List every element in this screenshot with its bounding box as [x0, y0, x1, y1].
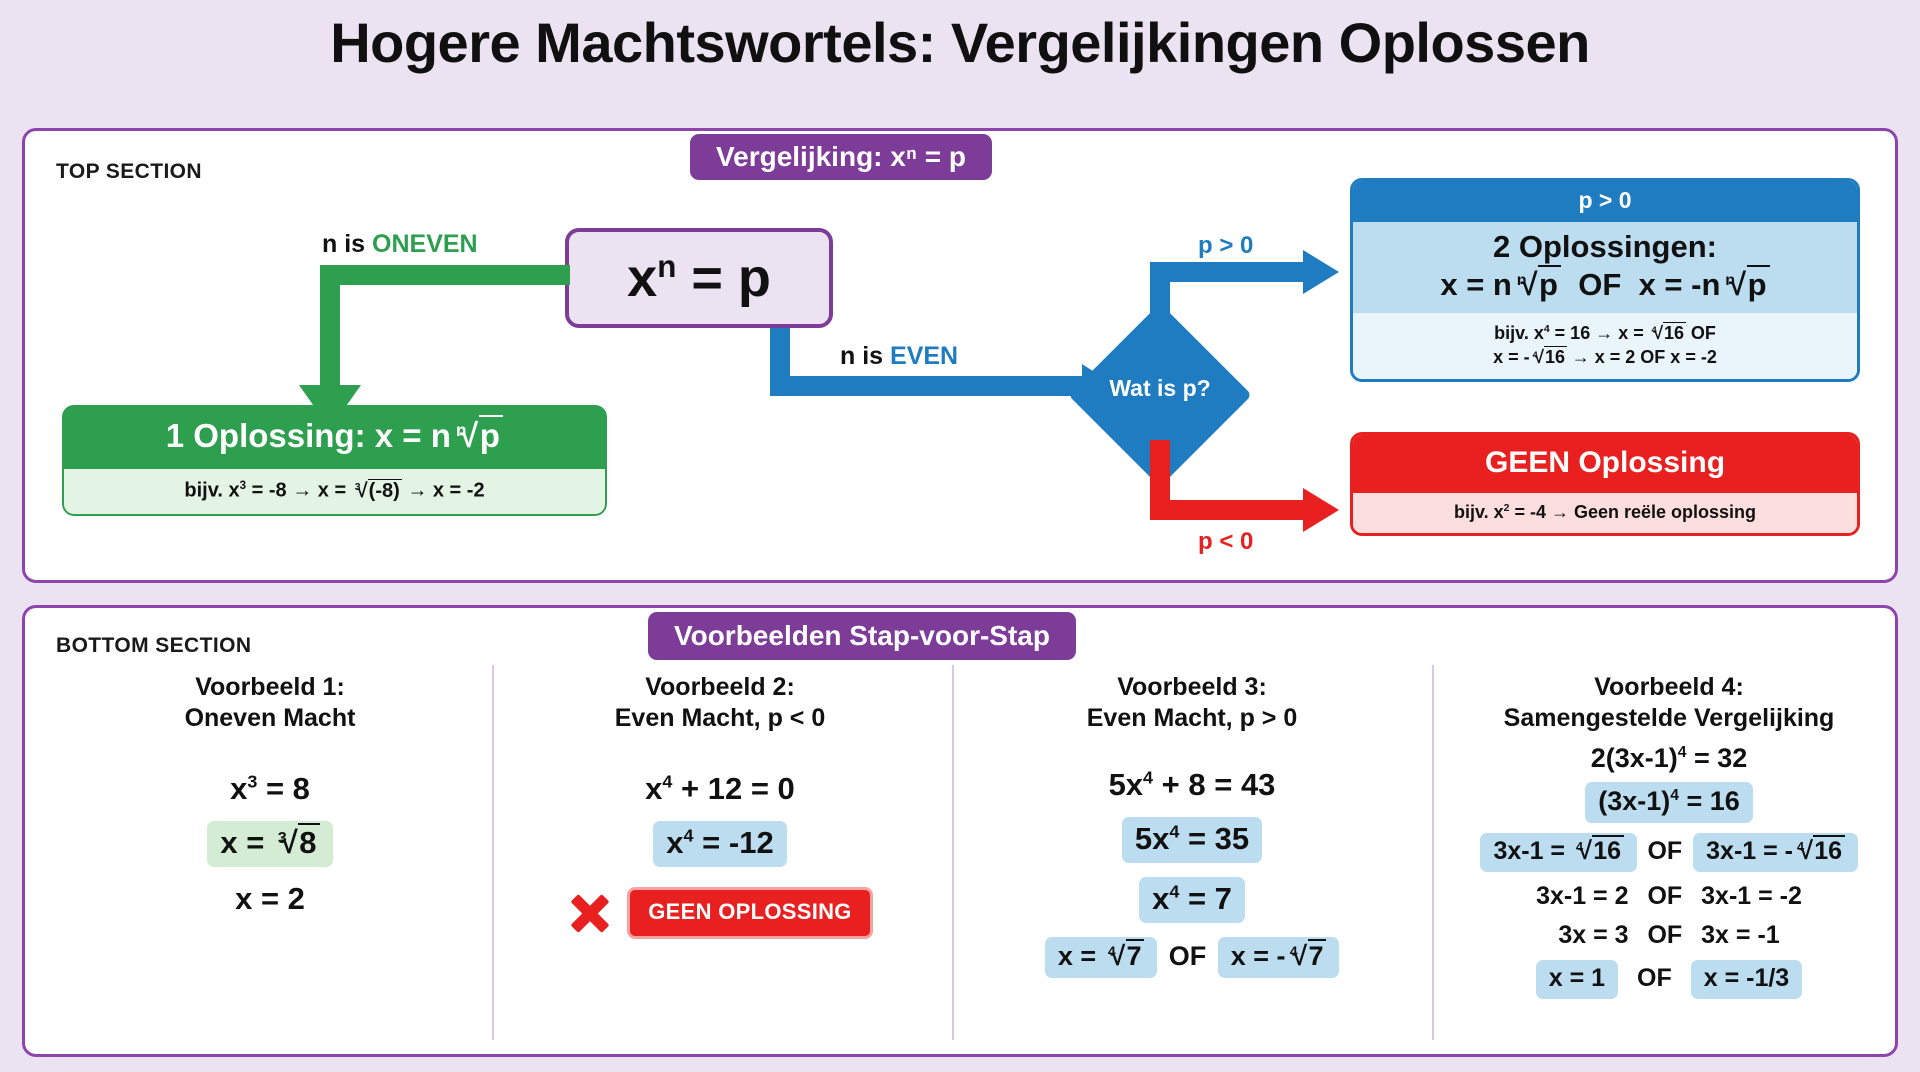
green-arrow-vertical: [320, 265, 340, 387]
example-4-step-6-right: x = -1/3: [1690, 960, 1803, 999]
example-4-step-1: 2(3x-1)4 = 32: [1590, 743, 1748, 773]
example-3: Voorbeeld 3: Even Macht, p > 0 5x4 + 8 =…: [962, 672, 1422, 978]
column-divider: [952, 665, 954, 1040]
example-2: Voorbeeld 2: Even Macht, p < 0 x4 + 12 =…: [500, 672, 940, 939]
p-negative-label: p < 0: [1198, 528, 1254, 555]
example-4-step-6-left: x = 1: [1535, 960, 1619, 999]
green-arrow-horizontal: [320, 265, 570, 285]
example-3-step-4-right: x = -4√7: [1217, 937, 1340, 978]
p-negative-arrow-horizontal: [1150, 500, 1310, 520]
example-4-step-4: 3x-1 = 2 OF 3x-1 = -2: [1440, 882, 1898, 911]
example-1-step-3: x = 2: [235, 881, 305, 916]
two-solutions-example-line2: x = -4√16 → x = 2 OF x = -2: [1493, 346, 1717, 368]
example-4-step-3-right: 3x-1 = -4√16: [1693, 833, 1858, 872]
example-4-step-5: 3x = 3 OF 3x = -1: [1440, 921, 1898, 950]
two-solutions-example-line1: bijv. x4 = 16 → x = 4√16 OF: [1494, 322, 1716, 343]
p-positive-arrow-horizontal: [1150, 262, 1310, 282]
two-solutions-line1: 2 Oplossingen:: [1493, 229, 1717, 264]
example-1-title: Voorbeeld 1: Oneven Macht: [184, 673, 356, 732]
decision-label: Wat is p?: [1109, 375, 1211, 401]
column-divider: [492, 665, 494, 1040]
example-2-step-1: x4 + 12 = 0: [645, 771, 795, 806]
odd-branch-value: ONEVEN: [372, 230, 478, 258]
example-4-step-4-or: OF: [1647, 882, 1683, 910]
example-3-step-4: x = 4√7 OF x = -4√7: [962, 937, 1422, 978]
cross-icon: [567, 890, 613, 936]
no-solution-header: GEEN Oplossing: [1353, 435, 1857, 493]
p-positive-arrow-head-icon: [1303, 250, 1339, 294]
example-4-step-4-left: 3x-1 = 2: [1536, 882, 1629, 910]
example-1-step-2: x = 3√8: [60, 821, 480, 867]
even-branch-prefix: n is: [840, 342, 891, 370]
example-3-step-1: 5x4 + 8 = 43: [1108, 767, 1276, 802]
example-4-step-4-right: 3x-1 = -2: [1701, 882, 1802, 910]
example-4-step-3-or: OF: [1647, 837, 1683, 865]
example-3-step-4-or: OF: [1168, 941, 1207, 971]
page-title: Hogere Machtswortels: Vergelijkingen Opl…: [330, 11, 1590, 74]
column-divider: [1432, 665, 1434, 1040]
odd-branch-label: n is ONEVEN: [322, 230, 478, 259]
p-positive-label: p > 0: [1198, 232, 1254, 259]
odd-branch-prefix: n is: [322, 230, 373, 258]
p-positive-arrow-vertical: [1150, 262, 1170, 352]
even-branch-label: n is EVEN: [840, 342, 958, 371]
even-branch-value: EVEN: [890, 342, 959, 370]
two-solutions-example: bijv. x4 = 16 → x = 4√16 OF x = -4√16 → …: [1353, 313, 1857, 379]
example-1: Voorbeeld 1: Oneven Macht x3 = 8 x = 3√8…: [60, 672, 480, 917]
example-4-step-5-right: 3x = -1: [1701, 921, 1780, 949]
example-4-step-6: x = 1 OF x = -1/3: [1440, 960, 1898, 999]
two-solutions-header: p > 0: [1353, 181, 1857, 222]
example-4-step-3-left: 3x-1 = 4√16: [1480, 833, 1637, 872]
example-3-step-3: x4 = 7: [962, 877, 1422, 923]
no-solution-example: bijv. x2 = -4 → Geen reële oplossing: [1353, 493, 1857, 533]
example-4-step-3: 3x-1 = 4√16 OF 3x-1 = -4√16: [1440, 833, 1898, 872]
top-section-tag: TOP SECTION: [56, 160, 202, 183]
example-4-step-5-left: 3x = 3: [1558, 921, 1629, 949]
top-section-banner: Vergelijking: xⁿ = p: [690, 134, 992, 180]
one-solution-example: bijv. x3 = -8 → x = 3√(-8) → x = -2: [62, 469, 607, 516]
p-negative-arrow-head-icon: [1303, 488, 1339, 532]
equation-box: xn = p: [565, 228, 833, 328]
bottom-section-banner: Voorbeelden Stap-voor-Stap: [648, 612, 1076, 660]
example-2-no-solution: GEEN OPLOSSING: [500, 887, 940, 939]
example-2-step-2: x4 = -12: [500, 821, 940, 867]
example-4-step-6-or: OF: [1637, 964, 1672, 992]
blue-arrow-horizontal: [770, 376, 1090, 396]
bottom-section-tag: BOTTOM SECTION: [56, 634, 252, 657]
example-1-step-1: x3 = 8: [230, 771, 310, 806]
example-4-step-5-or: OF: [1647, 921, 1683, 949]
example-2-no-solution-label: GEEN OPLOSSING: [627, 887, 873, 939]
example-2-title: Voorbeeld 2: Even Macht, p < 0: [614, 673, 826, 732]
example-4-title: Voorbeeld 4: Samengestelde Vergelijking: [1503, 673, 1835, 732]
example-3-step-4-left: x = 4√7: [1044, 937, 1158, 978]
example-3-step-2: 5x4 = 35: [962, 817, 1422, 863]
example-4: Voorbeeld 4: Samengestelde Vergelijking …: [1440, 672, 1898, 999]
equation-text: xn = p: [627, 248, 771, 308]
no-solution-box: GEEN Oplossing bijv. x2 = -4 → Geen reël…: [1350, 432, 1860, 536]
example-3-title: Voorbeeld 3: Even Macht, p > 0: [1086, 673, 1298, 732]
example-4-step-2: (3x-1)4 = 16: [1440, 782, 1898, 823]
